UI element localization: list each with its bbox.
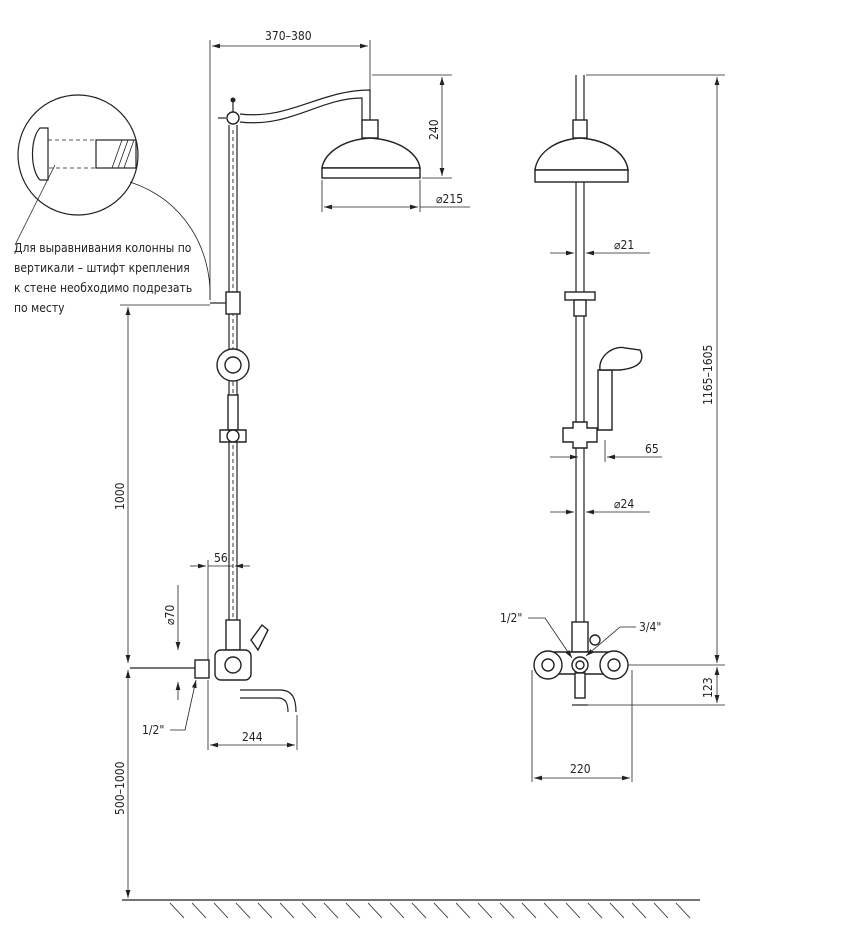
dim-mixer-width: 220 <box>570 762 591 776</box>
dim-flange-diameter: ⌀70 <box>163 605 177 625</box>
dim-head-diameter: ⌀215 <box>436 192 463 206</box>
floor-line <box>122 899 700 919</box>
dim-hand-shower-offset: 65 <box>645 442 659 456</box>
floor-hatch <box>345 902 361 919</box>
dim-arm-reach: 370–380 <box>265 29 312 43</box>
note-line: по месту <box>14 301 65 315</box>
floor-hatch <box>543 902 559 919</box>
floor-hatch <box>389 902 405 919</box>
dim-spout-length: 244 <box>242 730 263 744</box>
floor-hatch <box>609 902 625 919</box>
dim-left-inlet: 1/2" <box>142 723 164 737</box>
floor-hatch <box>455 902 471 919</box>
floor-hatch <box>653 902 669 919</box>
floor-hatch <box>477 902 493 919</box>
floor-hatch <box>191 902 207 919</box>
dim-right-inlet-left: 1/2" <box>500 611 522 625</box>
right-shower-unit <box>533 75 643 706</box>
floor-hatch <box>521 902 537 919</box>
floor-hatch <box>169 902 185 919</box>
floor-hatch <box>279 902 295 919</box>
right-dimensions: 1165–1605 123 ⌀21 65 ⌀24 1/2" 3/4" 220 <box>500 74 725 782</box>
floor-hatch <box>235 902 251 919</box>
installation-note: Для выравнивания колонны по вертикали – … <box>14 241 192 315</box>
floor-hatch <box>323 902 339 919</box>
floor-hatch <box>631 902 647 919</box>
dim-floor-range: 500–1000 <box>113 761 127 815</box>
floor-hatch <box>301 902 317 919</box>
floor-hatch <box>587 902 603 919</box>
floor-hatch <box>499 902 515 919</box>
dim-column-top-diameter: ⌀21 <box>614 238 634 252</box>
left-dimensions: 370–380 240 ⌀215 1000 500–1000 56 ⌀70 1/… <box>113 29 470 898</box>
dim-column-offset: 56 <box>214 551 228 565</box>
note-line: вертикали – штифт крепления <box>14 261 190 275</box>
wall-pin-detail-inset <box>14 94 211 301</box>
left-shower-unit <box>130 89 421 713</box>
dim-mixer-height: 123 <box>701 677 715 698</box>
floor-hatch <box>213 902 229 919</box>
floor-hatch <box>411 902 427 919</box>
note-line: Для выравнивания колонны по <box>14 241 192 255</box>
floor-hatch <box>257 902 273 919</box>
floor-hatch <box>433 902 449 919</box>
dim-right-inlet-right: 3/4" <box>639 620 661 634</box>
floor-hatch <box>675 902 691 919</box>
dim-column-bottom-diameter: ⌀24 <box>614 497 634 511</box>
note-line: к стене необходимо подрезать <box>14 281 192 295</box>
floor-hatch <box>565 902 581 919</box>
dim-total-height: 1165–1605 <box>701 345 715 405</box>
dim-head-height: 240 <box>427 119 441 140</box>
dim-mount-height: 1000 <box>113 482 127 510</box>
floor-hatch <box>367 902 383 919</box>
